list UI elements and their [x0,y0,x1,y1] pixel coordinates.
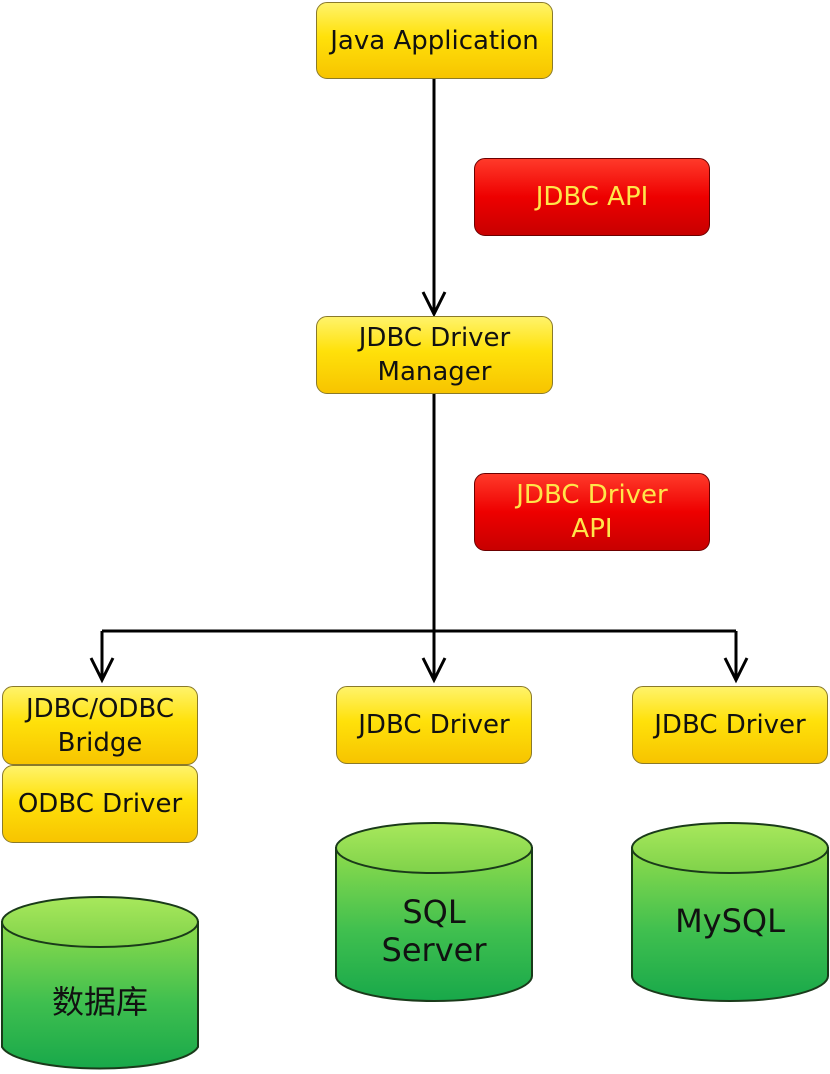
java-application-box: Java Application [316,2,553,79]
arrowhead-jdbc-driver-mysql [723,657,749,684]
jdbc-driver-api-box: JDBC Driver API [474,473,710,551]
driver-manager-box: JDBC Driver Manager [316,316,553,394]
database-generic-label: 数据库 [51,983,148,1021]
jdbc-driver-api-label: JDBC Driver API [516,480,668,544]
database-sqlserver-label: SQL Server [381,893,487,969]
jdbc-driver-mysql-label: JDBC Driver [654,710,806,740]
odbc-bridge-label: JDBC/ODBC Bridge [25,693,174,758]
arrowhead-bridge [89,657,115,684]
jdbc-driver-sqlserver-label: JDBC Driver [358,710,510,740]
arrowhead-manager [421,291,447,318]
odbc-bridge-box: JDBC/ODBC Bridge [2,686,198,765]
jdbc-api-box: JDBC API [474,158,710,236]
jdbc-api-label: JDBC API [535,182,649,212]
driver-manager-label: JDBC Driver Manager [358,323,511,387]
arrowhead-jdbc-driver-sql [421,657,447,684]
jdbc-driver-sqlserver-box: JDBC Driver [336,686,532,764]
java-application-label: Java Application [330,25,539,56]
database-cylinder-generic [1,896,199,1070]
odbc-driver-label: ODBC Driver [17,789,183,819]
jdbc-driver-mysql-box: JDBC Driver [632,686,828,764]
database-mysql-label: MySQL [675,902,785,940]
database-cylinder-sqlserver [335,822,533,1002]
odbc-driver-box: ODBC Driver [2,765,198,843]
database-cylinder-mysql [631,822,829,1002]
